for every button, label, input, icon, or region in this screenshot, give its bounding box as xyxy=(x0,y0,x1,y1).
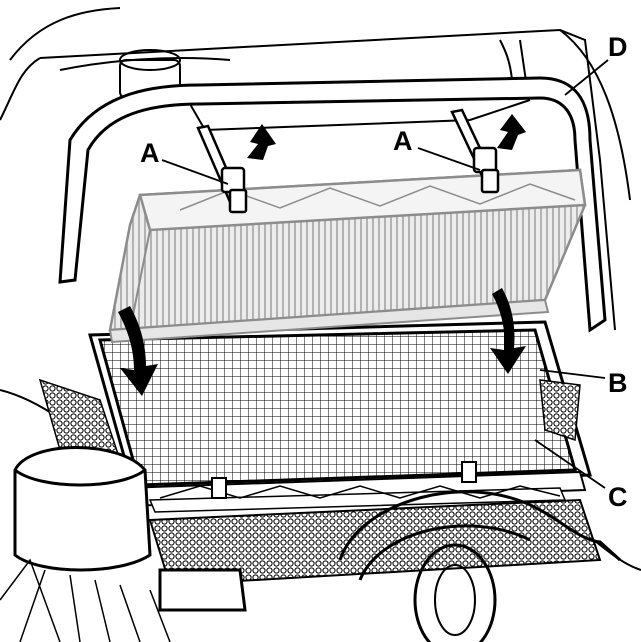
leader-d xyxy=(564,59,609,96)
panel-filter xyxy=(108,168,587,344)
arrow-up-icon xyxy=(247,124,276,160)
curved-arrow-down-icon xyxy=(490,288,526,374)
side-broom xyxy=(0,446,247,642)
swing-arrow-left xyxy=(118,306,158,396)
callout-a-left: A xyxy=(140,138,160,168)
lift-arrow-right xyxy=(497,114,526,150)
swing-arrow-right xyxy=(490,288,526,374)
leader-c xyxy=(534,439,606,489)
callout-a-right: A xyxy=(393,126,413,156)
leader-a-right xyxy=(417,147,481,171)
filter-frame-lower xyxy=(88,320,592,513)
lift-arrow-left xyxy=(247,124,276,160)
arrow-up-icon xyxy=(497,114,526,150)
leader-lines xyxy=(161,59,609,489)
callout-b: B xyxy=(608,368,628,398)
latch-right xyxy=(450,108,500,194)
wheel-arch xyxy=(338,490,622,642)
latch-left xyxy=(196,124,248,214)
curved-arrow-down-icon xyxy=(118,306,158,396)
leader-b xyxy=(539,369,606,379)
leader-a-left xyxy=(161,159,229,185)
callout-c: C xyxy=(608,482,628,512)
lid-frame xyxy=(58,76,607,333)
callout-d: D xyxy=(608,32,628,62)
brush-roller xyxy=(38,378,602,587)
